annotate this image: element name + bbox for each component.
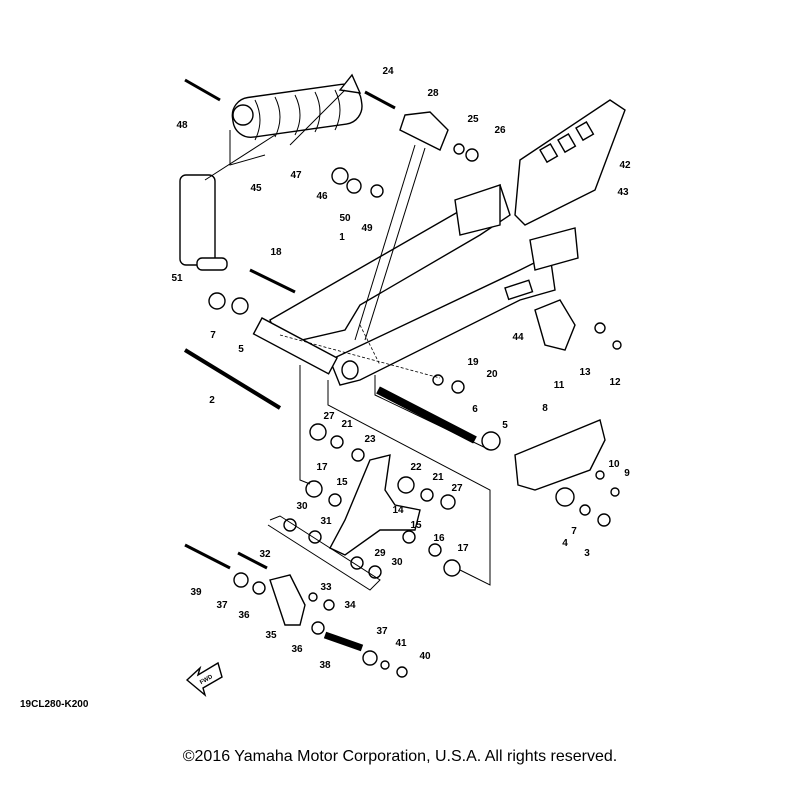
callout-5: 5 [502,420,508,431]
grouping-lines [267,324,491,591]
callout-18: 18 [270,247,282,258]
callout-20: 20 [486,369,498,380]
part-callouts: 2428482526424347454650491185175441113121… [171,66,631,671]
callout-33: 33 [320,582,332,593]
callout-11: 11 [554,380,565,391]
callout-44: 44 [512,332,524,343]
relay-arm [329,454,421,556]
callout-42: 42 [619,160,631,171]
relay-bracket [229,89,449,341]
callout-12: 12 [609,377,621,388]
fwd-arrow-icon: FWD [185,661,223,697]
callout-41: 41 [395,638,407,649]
callout-9: 9 [624,468,630,479]
callout-15: 15 [336,477,348,488]
callout-22: 22 [410,462,422,473]
callout-31: 31 [320,516,332,527]
callout-14: 14 [392,505,404,516]
callout-34: 34 [344,600,356,611]
callout-36: 36 [291,644,303,655]
callout-32: 32 [259,549,271,560]
callout-19: 19 [467,357,479,368]
callout-17: 17 [457,543,469,554]
swingarm [252,183,579,386]
callout-35: 35 [265,630,277,641]
callout-37: 37 [216,600,228,611]
callout-30: 30 [391,557,403,568]
callout-30: 30 [296,501,308,512]
connecting-rod [269,574,306,626]
callout-26: 26 [494,125,506,136]
callout-51: 51 [171,273,183,284]
callout-43: 43 [617,187,629,198]
callout-27: 27 [451,483,463,494]
diagram-code: 19CL280-K200 [20,699,89,710]
callout-40: 40 [419,651,431,662]
callout-45: 45 [250,183,262,194]
callout-4: 4 [562,538,568,549]
callout-36: 36 [238,610,250,621]
bolts [184,78,396,652]
callout-5: 5 [238,344,244,355]
chain-slider [514,419,606,491]
callout-7: 7 [571,526,577,537]
callout-13: 13 [579,367,591,378]
callout-28: 28 [427,88,439,99]
chain-guide [534,299,576,351]
copyright-notice: ©2016 Yamaha Motor Corporation, U.S.A. A… [182,748,618,765]
callout-1: 1 [339,232,345,243]
callout-15: 15 [410,520,422,531]
callout-16: 16 [433,533,445,544]
callout-27: 27 [323,411,335,422]
callout-39: 39 [190,587,202,598]
callout-17: 17 [316,462,328,473]
callout-38: 38 [319,660,331,671]
callout-10: 10 [608,459,620,470]
callout-8: 8 [542,403,548,414]
rear-shock [179,73,363,271]
callout-37: 37 [376,626,388,637]
callout-50: 50 [339,213,351,224]
callout-25: 25 [467,114,479,125]
callout-2: 2 [209,395,215,406]
callout-47: 47 [290,170,302,181]
callout-3: 3 [584,548,590,559]
callout-21: 21 [432,472,444,483]
callout-6: 6 [472,404,478,415]
callout-23: 23 [364,434,376,445]
callout-24: 24 [382,66,394,77]
callout-46: 46 [316,191,328,202]
callout-29: 29 [374,548,386,559]
callout-21: 21 [341,419,353,430]
callout-7: 7 [210,330,216,341]
callout-49: 49 [361,223,373,234]
chain-guard [514,99,626,226]
callout-48: 48 [176,120,188,131]
